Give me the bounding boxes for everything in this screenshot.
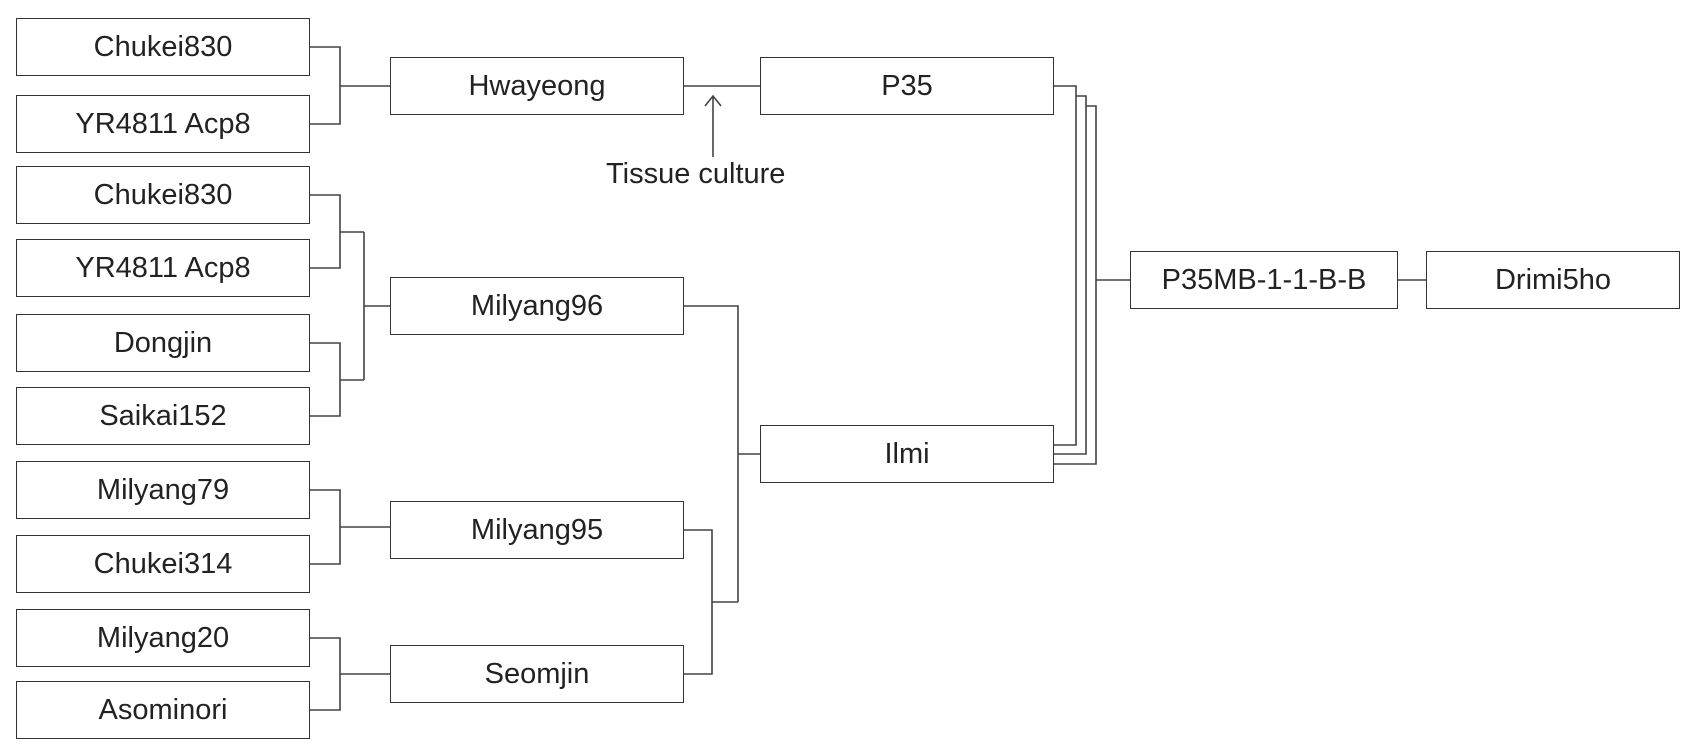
node-yr4811-acp8-b: YR4811 Acp8 xyxy=(16,239,310,297)
connector-pair-dongjin-saikai xyxy=(310,342,364,417)
tissue-culture-arrow xyxy=(704,94,722,157)
node-milyang79: Milyang79 xyxy=(16,461,310,519)
node-asominori: Asominori xyxy=(16,681,310,739)
connector-p35-backcross-1 xyxy=(1054,85,1077,446)
node-milyang20: Milyang20 xyxy=(16,609,310,667)
node-yr4811-acp8-a: YR4811 Acp8 xyxy=(16,95,310,153)
connector-p35-backcross-3 xyxy=(1054,105,1097,465)
node-p35: P35 xyxy=(760,57,1054,115)
connector-pair-chukei-yr xyxy=(310,194,364,269)
connector-p35-backcross-2 xyxy=(1054,95,1087,455)
node-chukei830-a: Chukei830 xyxy=(16,18,310,76)
connector-milyang95-seomjin xyxy=(684,529,738,675)
tissue-culture-label: Tissue culture xyxy=(606,158,786,190)
node-ilmi: Ilmi xyxy=(760,425,1054,483)
node-dongjin: Dongjin xyxy=(16,314,310,372)
connector-milyang96-parents xyxy=(363,232,390,380)
node-chukei830-b: Chukei830 xyxy=(16,166,310,224)
node-seomjin: Seomjin xyxy=(390,645,684,703)
node-milyang95: Milyang95 xyxy=(390,501,684,559)
node-milyang96: Milyang96 xyxy=(390,277,684,335)
node-p35mb-1-1-b-b: P35MB-1-1-B-B xyxy=(1130,251,1398,309)
node-drimi5ho: Drimi5ho xyxy=(1426,251,1680,309)
connector-seomjin-parents xyxy=(310,637,390,711)
connector-milyang95-parents xyxy=(310,489,390,565)
connector-hwayeong-parents xyxy=(310,46,390,125)
node-chukei314: Chukei314 xyxy=(16,535,310,593)
node-hwayeong: Hwayeong xyxy=(390,57,684,115)
node-saikai152: Saikai152 xyxy=(16,387,310,445)
connector-ilmi-parents xyxy=(684,305,760,602)
